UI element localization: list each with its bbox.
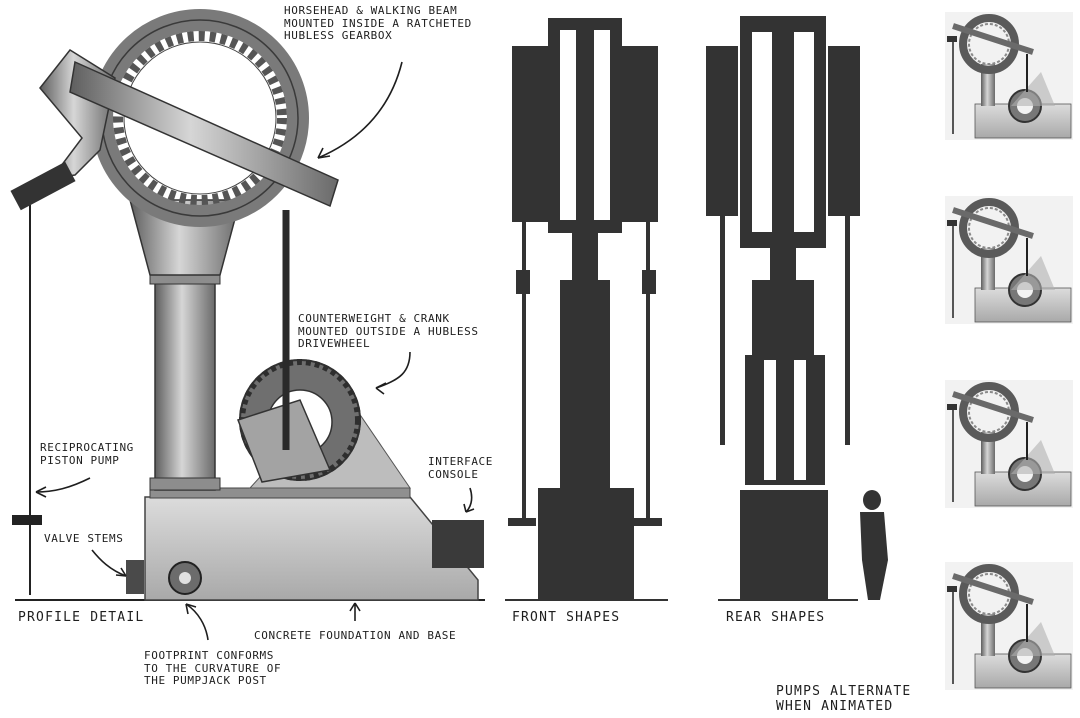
anim-frame-3 <box>945 380 1073 508</box>
label-piston-pump: Reciprocating piston pump <box>40 441 134 467</box>
title-pumps-alternate: Pumps alternate when animated <box>776 684 912 714</box>
scale-figure-head <box>863 490 881 510</box>
anim-frame-1 <box>945 12 1073 140</box>
interface-console-block <box>432 520 484 568</box>
animation-frames <box>945 12 1073 690</box>
carrier-bar <box>10 161 76 211</box>
title-profile-detail: Profile detail <box>18 610 145 625</box>
ratchet-teeth <box>113 31 287 205</box>
callout-arrows <box>35 61 475 641</box>
label-valve-stems: Valve stems <box>44 532 124 545</box>
walking-beam <box>69 60 339 208</box>
scale-figure-body <box>860 512 888 600</box>
label-counterweight-crank: Counterweight & crank mounted outside a … <box>298 312 479 350</box>
title-front-shapes: Front shapes <box>512 610 621 625</box>
front-shapes-silhouette <box>505 18 668 601</box>
post-collar-bottom <box>149 477 221 491</box>
label-concrete-foundation: Concrete foundation and base <box>254 629 457 642</box>
stuffing-box <box>12 515 42 525</box>
label-horsehead-walking-beam: Horsehead & walking beam mounted inside … <box>284 4 472 42</box>
anim-frame-4 <box>945 562 1073 690</box>
valve-stem <box>126 560 144 594</box>
rear-shapes-silhouette <box>706 16 888 601</box>
pumpjack-post <box>154 274 216 491</box>
label-interface-console: Interface console <box>428 455 494 481</box>
anim-frame-2 <box>945 196 1073 324</box>
profile-pumpjack-drawing <box>10 9 485 601</box>
title-rear-shapes: Rear shapes <box>726 610 826 625</box>
label-footprint: Footprint conforms to the curvature of t… <box>144 649 282 687</box>
